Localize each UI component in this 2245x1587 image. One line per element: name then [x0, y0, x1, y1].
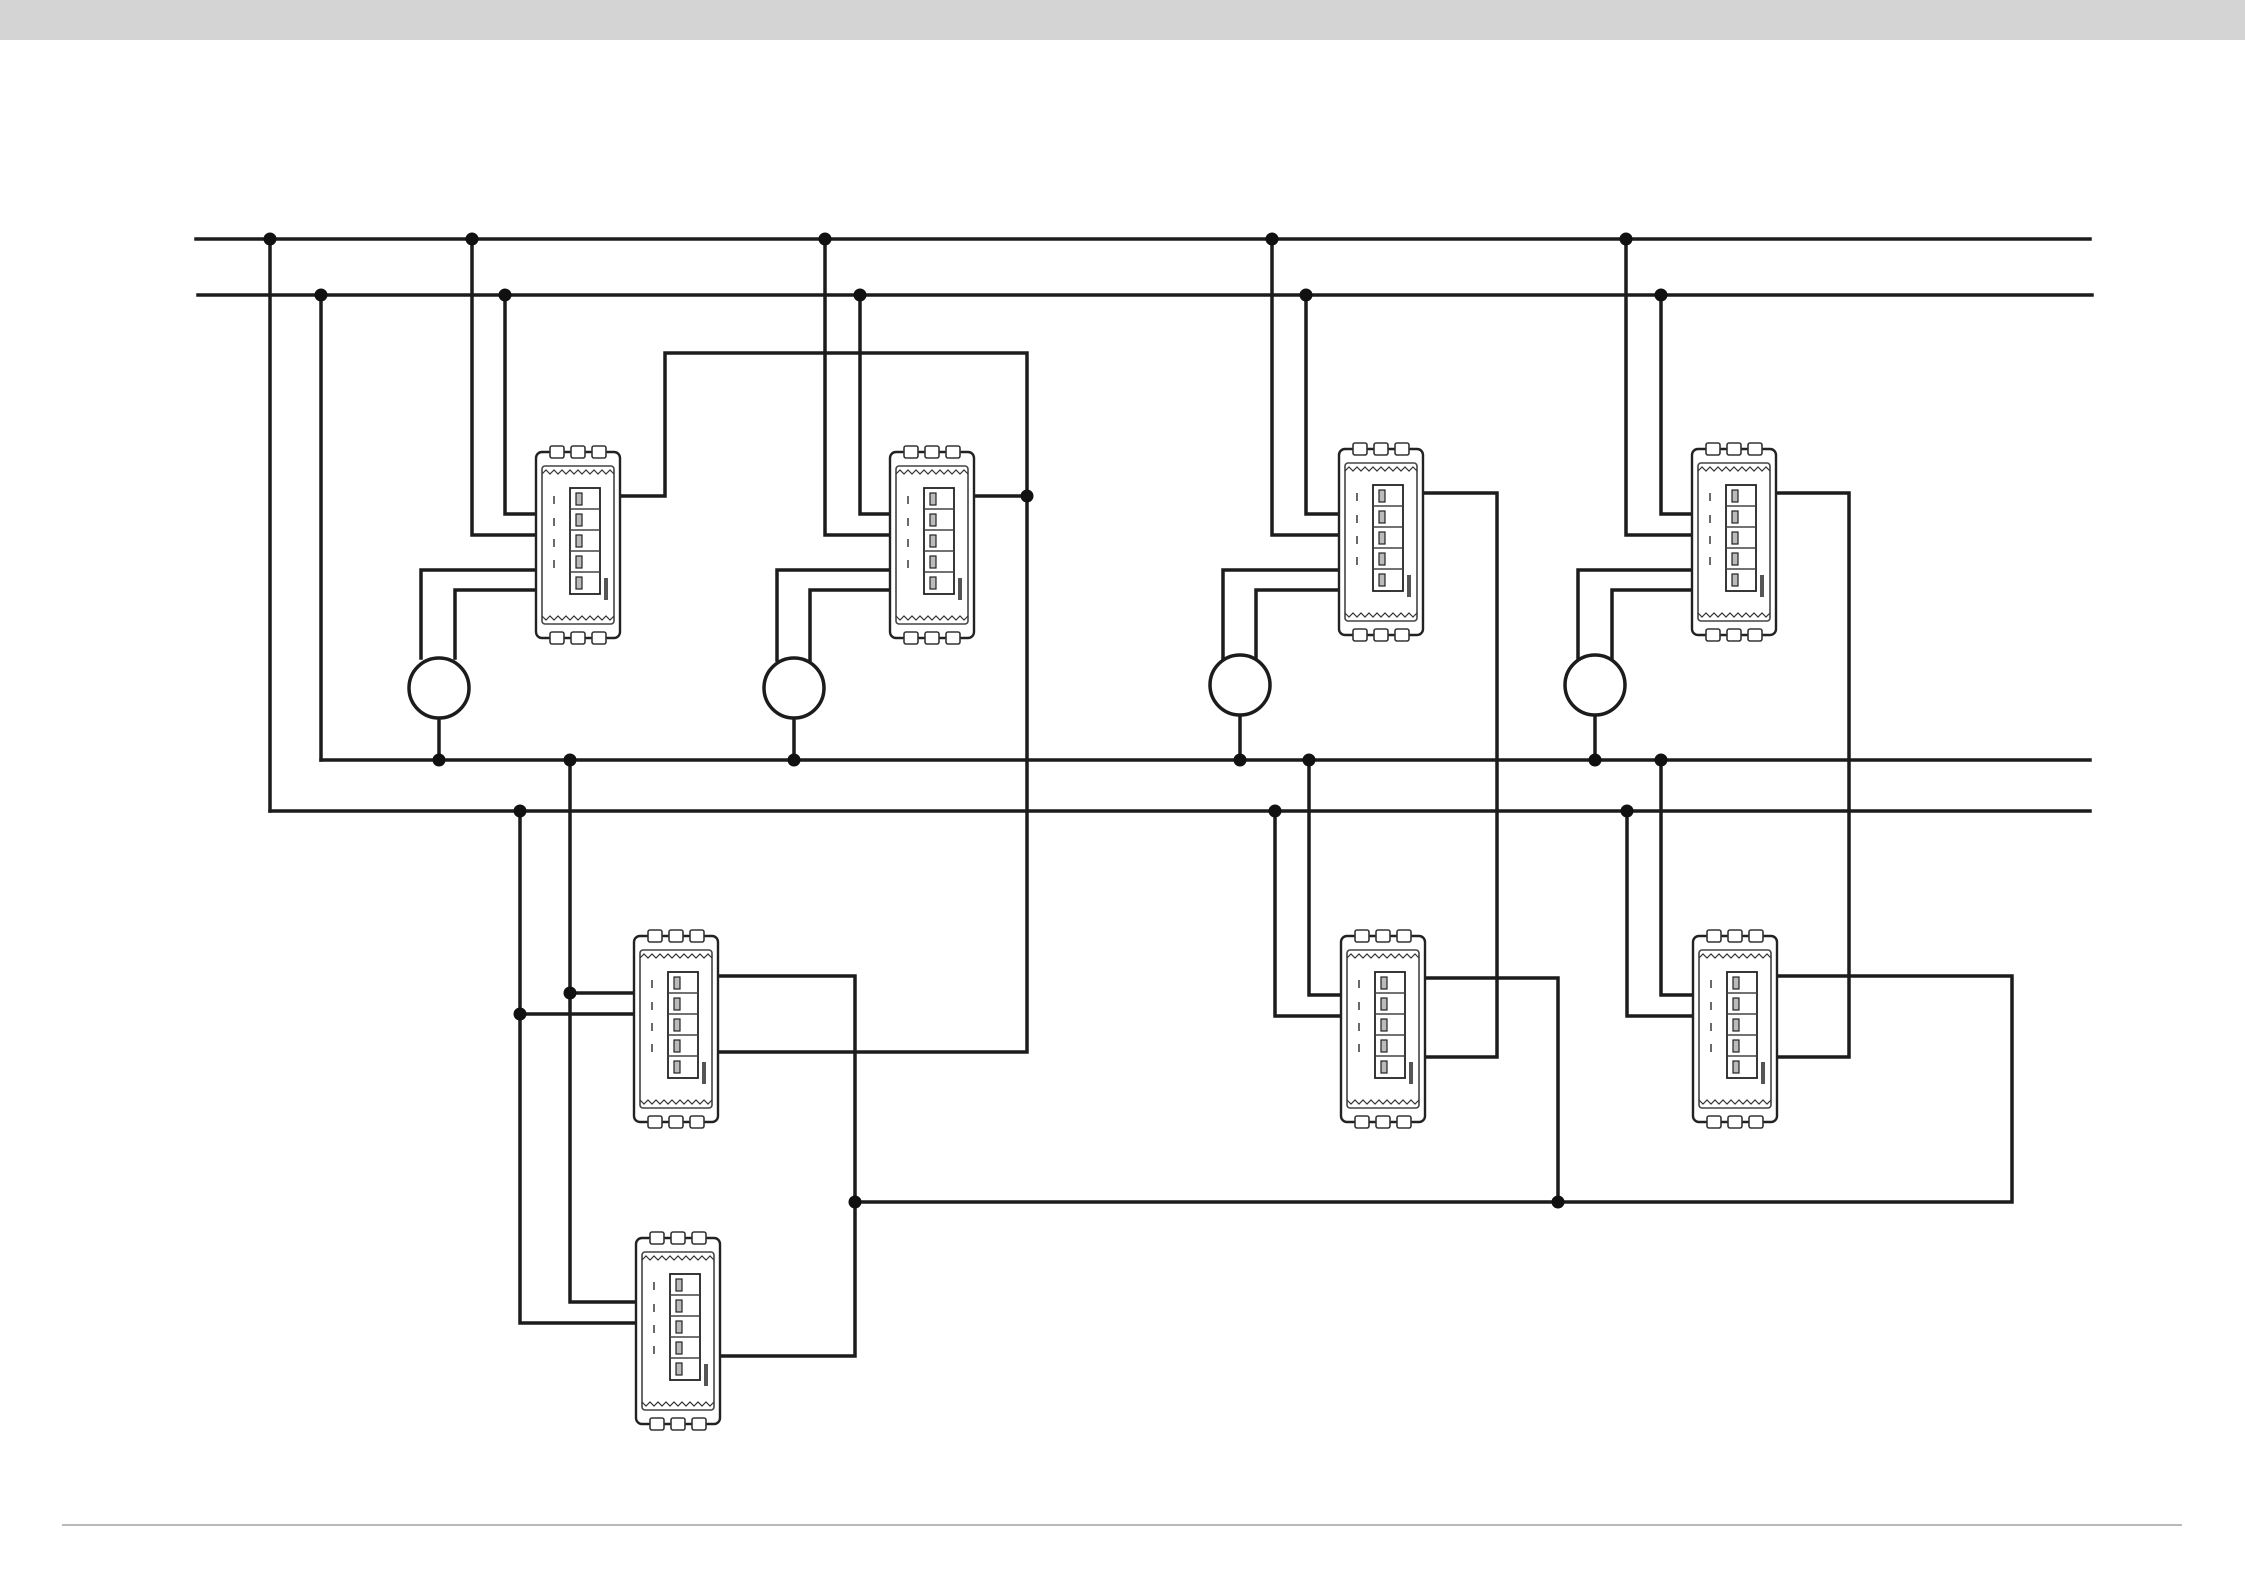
upper-device-4 — [1692, 443, 1776, 641]
devices — [536, 443, 1777, 1430]
bus-lines — [196, 239, 2092, 811]
upper-device-1 — [536, 446, 620, 644]
lamps — [409, 655, 1625, 718]
lamp-2 — [764, 658, 824, 718]
lower-device-4 — [636, 1232, 720, 1430]
footer-rule — [62, 1524, 2182, 1526]
lamp-4 — [1565, 655, 1625, 715]
upper-wiring — [421, 239, 1849, 1057]
lower-device-3 — [1693, 930, 1777, 1128]
junction-dots — [264, 233, 1668, 1209]
upper-device-2 — [890, 446, 974, 644]
lamp-1 — [409, 658, 469, 718]
lamp-3 — [1210, 655, 1270, 715]
lower-device-1 — [634, 930, 718, 1128]
upper-device-3 — [1339, 443, 1423, 641]
lower-device-2 — [1341, 930, 1425, 1128]
